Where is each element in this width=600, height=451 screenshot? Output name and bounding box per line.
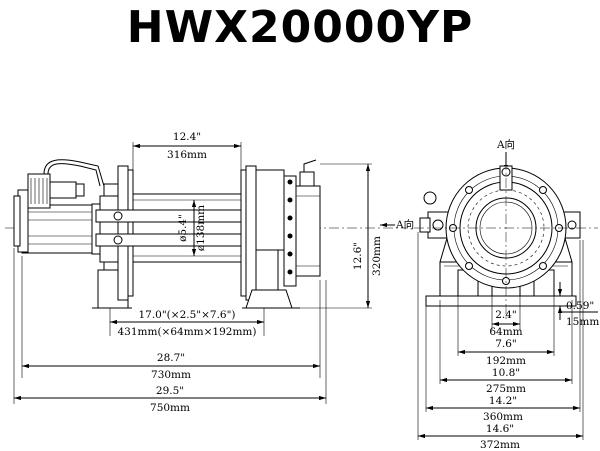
hydraulic-motor <box>13 159 105 255</box>
dim-side-4: 14.2" 360mm <box>425 240 581 423</box>
front-view: 12.4" 316mm ø5.4" ø138mm 12.6" 320mm A向 <box>5 131 414 414</box>
drum-diameter-in: ø5.4" <box>177 214 189 242</box>
drum-length-mm: 316mm <box>167 149 207 161</box>
gear-housing <box>283 159 321 287</box>
dim-side-5: 14.6" 372mm <box>417 232 584 451</box>
dim-drum-diameter: ø5.4" ø138mm <box>177 200 207 256</box>
drum <box>132 193 242 263</box>
side-dim-3-in: 10.8" <box>492 367 520 379</box>
length-mm: 730mm <box>151 369 191 381</box>
view-arrow-label: A向 <box>395 218 414 231</box>
side-dim-2-mm: 192mm <box>486 355 526 367</box>
dim-side-3: 10.8" 275mm <box>439 300 573 395</box>
side-lugs <box>419 191 581 239</box>
dim-side-1: 2.4" 64mm <box>489 296 523 338</box>
side-dim-2-in: 7.6" <box>495 338 517 350</box>
right-bearing-support <box>240 165 300 309</box>
foot-thickness-mm: 15mm <box>566 316 599 328</box>
dim-drum-length: 12.4" 316mm <box>132 131 242 192</box>
side-dim-4-in: 14.2" <box>489 395 517 407</box>
side-dim-5-in: 14.6" <box>486 423 514 435</box>
dim-length: 28.7" 730mm <box>21 256 321 381</box>
side-dim-3-mm: 275mm <box>486 383 526 395</box>
height-in: 12.6" <box>352 242 364 270</box>
view-arrow-a: A向 <box>380 218 414 231</box>
dim-bolt-pattern: 17.0"(×2.5"×7.6") 431mm(×64mm×192mm) <box>109 308 265 338</box>
side-dim-4-mm: 360mm <box>483 411 523 423</box>
side-dim-5-mm: 372mm <box>480 439 520 451</box>
side-dim-1-mm: 64mm <box>489 326 522 338</box>
drum-length-in: 12.4" <box>173 131 201 143</box>
side-dim-1-in: 2.4" <box>495 309 517 321</box>
dim-height: 12.6" 320mm <box>300 163 383 309</box>
bolt-pattern-in: 17.0"(×2.5"×7.6") <box>138 309 235 321</box>
height-mm: 320mm <box>371 236 383 276</box>
bolt-pattern-mm: 431mm(×64mm×192mm) <box>118 326 257 338</box>
side-view: A向 <box>414 138 599 451</box>
drawing-title: HWX20000YP <box>126 2 474 53</box>
side-view-label: A向 <box>496 138 515 151</box>
length-in: 28.7" <box>157 352 185 364</box>
dim-side-2: 7.6" 192mm <box>457 296 555 367</box>
total-length-mm: 750mm <box>150 402 190 414</box>
total-length-in: 29.5" <box>156 385 184 397</box>
drum-diameter-mm: ø138mm <box>195 205 207 251</box>
dim-total-length: 29.5" 750mm <box>13 248 327 414</box>
